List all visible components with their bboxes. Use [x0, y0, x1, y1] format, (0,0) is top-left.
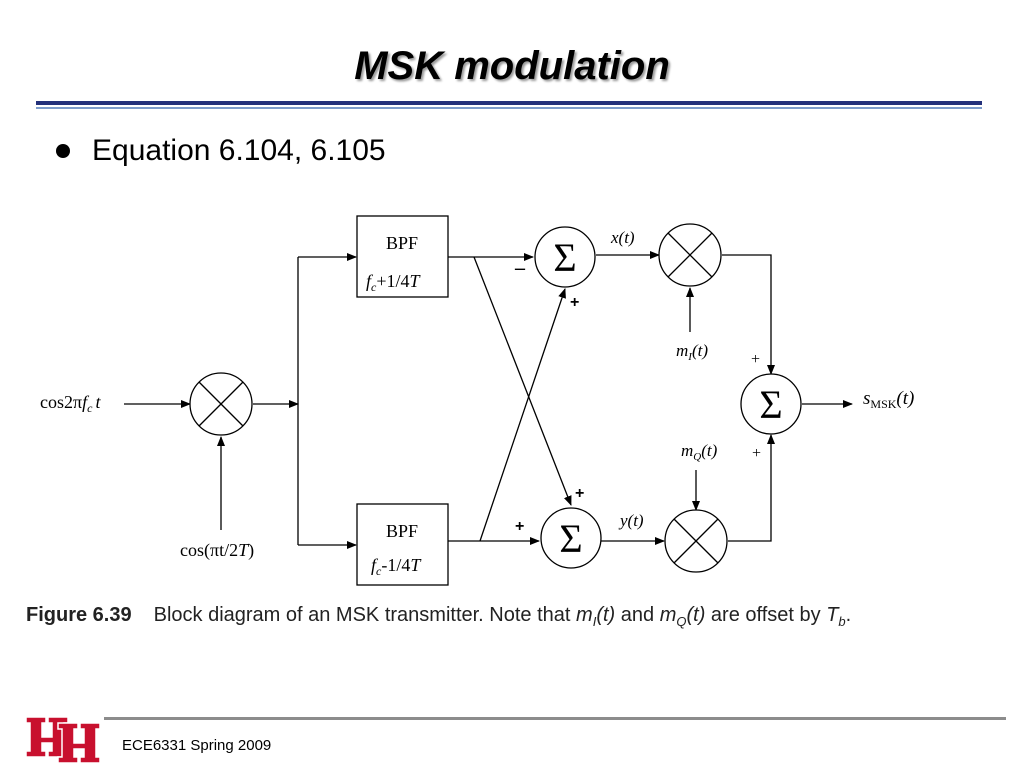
bullet-dot-icon — [56, 144, 70, 158]
mixer-q-cross-icon — [673, 518, 719, 564]
footer-divider — [104, 717, 1006, 720]
caption-text-3: are offset by — [705, 604, 827, 626]
title-divider — [36, 101, 982, 105]
plus-sign-output-bottom: + — [752, 445, 761, 462]
figure-label: Figure 6.39 — [26, 604, 132, 626]
bullet-item: Equation 6.104, 6.105 — [56, 134, 386, 168]
sum-bottom-sigma: Σ — [559, 516, 582, 561]
mq-label: mQ(t) — [681, 441, 718, 463]
bullet-text: Equation 6.104, 6.105 — [92, 134, 386, 167]
caption-mi-rest: (t) — [596, 604, 616, 626]
uh-logo — [25, 716, 101, 764]
footer-text: ECE6331 Spring 2009 — [122, 737, 272, 754]
bpf-bottom-label: BPF — [386, 521, 418, 541]
input-mixer-cross-icon — [198, 381, 244, 427]
bpf-top-label: BPF — [386, 233, 418, 253]
arrow-cross-up — [479, 288, 566, 542]
caption-text-4: . — [845, 604, 852, 626]
mi-label: mI(t) — [676, 341, 708, 363]
caption-text-2: and — [615, 604, 660, 626]
slide-title: MSK modulation — [354, 44, 670, 88]
output-label: sMSK(t) — [863, 388, 914, 411]
y-t-label: y(t) — [618, 511, 644, 530]
sum-top — [534, 226, 596, 288]
plus-sign-bottom-left: + — [515, 518, 524, 535]
minus-sign-top: – — [514, 257, 526, 279]
plus-sign-output-top: + — [751, 351, 760, 368]
bpf-top-block — [356, 215, 449, 298]
caption-tb-sub: b — [838, 614, 846, 629]
caption-mi-sub: I — [592, 614, 597, 629]
caption-tb: T — [826, 604, 839, 626]
caption-text-1: Block diagram of an MSK transmitter. Not… — [153, 604, 577, 626]
bpf-top-freq: fc+1/4T — [366, 271, 422, 294]
plus-sign-bottom-upper: + — [575, 485, 584, 502]
bpf-bottom-block — [356, 503, 449, 586]
arrow-cross-down — [473, 256, 572, 506]
sum-top-sigma: Σ — [553, 235, 576, 280]
sum-output-sigma: Σ — [759, 382, 782, 427]
sum-output — [740, 373, 802, 435]
title-divider-thin — [36, 107, 982, 109]
caption-mq-rest: (t) — [686, 604, 706, 626]
figure-caption: Figure 6.39 Block diagram of an MSK trans… — [26, 604, 851, 629]
mixer-i-cross-icon — [667, 232, 713, 278]
caption-mi: m — [576, 604, 593, 626]
bpf-bottom-freq: fc-1/4T — [371, 555, 422, 578]
caption-mq: m — [659, 604, 677, 626]
plus-sign-top: + — [570, 294, 579, 311]
arrow-top-mixer-to-output-sum — [722, 254, 775, 375]
arrow-bottom-mixer-to-output-sum — [728, 434, 775, 542]
input-cos-label: cos(πt/2T) — [180, 540, 254, 561]
caption-mq-sub: Q — [676, 614, 687, 629]
x-t-label: x(t) — [610, 228, 635, 247]
sum-bottom — [540, 507, 602, 569]
